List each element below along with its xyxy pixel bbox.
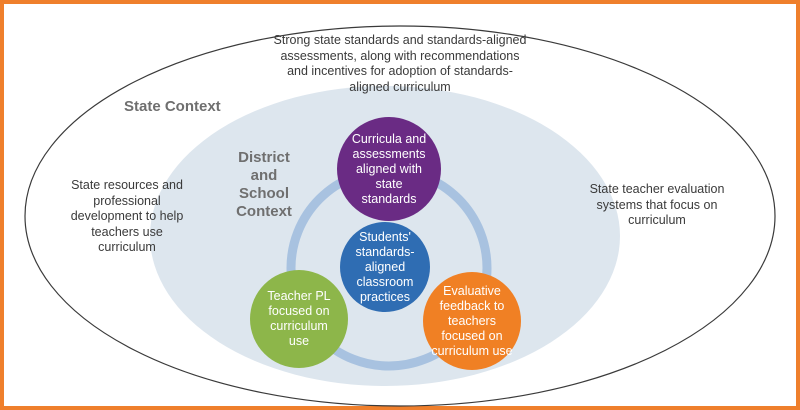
state-context-title: State Context bbox=[124, 98, 221, 115]
curricula-node: Curricula and assessments aligned with s… bbox=[337, 117, 441, 221]
evaluative-feedback-node: Evaluative feedback to teachers focused … bbox=[423, 272, 521, 370]
district-context-title: District and School Context bbox=[236, 149, 292, 220]
state-right-text: State teacher evaluation systems that fo… bbox=[589, 182, 725, 227]
evaluative-feedback-label: Evaluative feedback to teachers focused … bbox=[431, 283, 513, 358]
state-top-text: Strong state standards and standards-ali… bbox=[273, 33, 527, 94]
students-practices-node: Students' standards-aligned classroom pr… bbox=[340, 222, 430, 312]
teacher-pl-node: Teacher PL focused on curriculum use bbox=[250, 270, 348, 368]
teacher-pl-label: Teacher PL focused on curriculum use bbox=[267, 289, 331, 348]
state-left-text: State resources and professional develop… bbox=[70, 178, 184, 254]
curricula-node-label: Curricula and assessments aligned with s… bbox=[351, 131, 427, 206]
students-practices-label: Students' standards-aligned classroom pr… bbox=[355, 229, 415, 304]
